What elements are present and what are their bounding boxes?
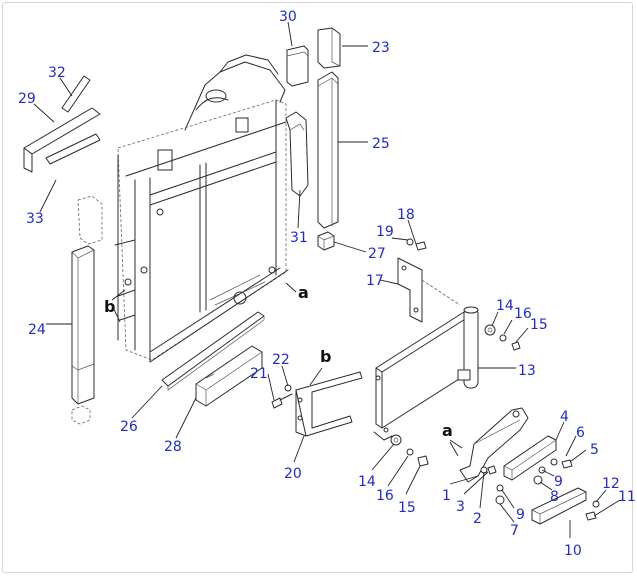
callout-16b: 16 <box>376 488 394 504</box>
part-25 <box>317 71 339 229</box>
callout-30: 30 <box>279 9 297 25</box>
ref-b-frame: b <box>104 297 115 316</box>
part-4 <box>503 435 557 481</box>
washer-6 <box>550 458 558 466</box>
callout-14b: 14 <box>358 474 376 490</box>
part-29-side <box>23 147 33 173</box>
callout-12: 12 <box>602 476 620 492</box>
part-32 <box>61 75 91 113</box>
callout-7: 7 <box>510 523 519 539</box>
nut-7 <box>495 495 505 505</box>
callout-15a: 15 <box>530 317 548 333</box>
callout-20: 20 <box>284 466 302 482</box>
part-27 <box>317 231 335 251</box>
callout-14a: 14 <box>496 298 514 314</box>
ref-a-frame: a <box>298 283 309 302</box>
part-29 <box>23 107 101 155</box>
callout-29: 29 <box>18 91 36 107</box>
callout-9b: 9 <box>516 507 525 523</box>
washer-9b <box>496 484 504 492</box>
bolt-15a <box>511 341 521 351</box>
callout-8: 8 <box>550 489 559 505</box>
callout-6: 6 <box>576 425 585 441</box>
bolt-11 <box>585 511 597 521</box>
part-1 <box>459 407 529 483</box>
callout-13: 13 <box>518 363 536 379</box>
part-33 <box>45 133 101 165</box>
callout-10: 10 <box>564 543 582 559</box>
bolt-18 <box>415 241 427 251</box>
nut-14b <box>390 434 402 446</box>
callout-18: 18 <box>397 207 415 223</box>
ref-b-bracket: b <box>320 347 331 366</box>
callout-28: 28 <box>164 439 182 455</box>
callout-1: 1 <box>442 488 451 504</box>
nut-14a <box>484 324 496 336</box>
washer-12 <box>592 500 600 508</box>
callout-5: 5 <box>590 442 599 458</box>
callout-9a: 9 <box>554 474 563 490</box>
callout-17: 17 <box>366 273 384 289</box>
part-30 <box>286 45 309 87</box>
part-10 <box>531 487 587 525</box>
leader-lines <box>33 21 621 538</box>
callout-33: 33 <box>26 211 44 227</box>
callout-22: 22 <box>272 352 290 368</box>
callout-3: 3 <box>456 499 465 515</box>
callout-24: 24 <box>28 322 46 338</box>
bolt-21 <box>271 393 293 409</box>
callout-32: 32 <box>48 65 66 81</box>
callout-4: 4 <box>560 409 569 425</box>
callout-16a: 16 <box>514 306 532 322</box>
bolt-5 <box>561 459 573 469</box>
callout-2: 2 <box>473 511 482 527</box>
washer-16b <box>406 448 414 456</box>
callout-15b: 15 <box>398 500 416 516</box>
part-31 <box>285 111 309 197</box>
callout-31: 31 <box>290 230 308 246</box>
bolt-15b <box>417 455 429 467</box>
callout-26: 26 <box>120 419 138 435</box>
part-24 <box>71 245 95 405</box>
callout-23: 23 <box>372 40 390 56</box>
callout-19: 19 <box>376 224 394 240</box>
radiator-frame <box>114 54 289 363</box>
callout-labels: 30 23 32 29 25 33 18 19 31 27 17 24 14 1… <box>18 9 636 559</box>
part-28 <box>195 345 263 407</box>
ref-a-arm: a <box>442 421 453 440</box>
callout-27: 27 <box>368 246 386 262</box>
bolt-3 <box>487 465 497 475</box>
part-20 <box>295 371 363 437</box>
part-23 <box>317 27 341 69</box>
washer-19 <box>406 238 414 246</box>
callout-25: 25 <box>372 136 390 152</box>
part-13 <box>373 306 479 441</box>
callout-11: 11 <box>618 489 636 505</box>
callout-21: 21 <box>250 366 268 382</box>
washer-16a <box>499 334 507 342</box>
